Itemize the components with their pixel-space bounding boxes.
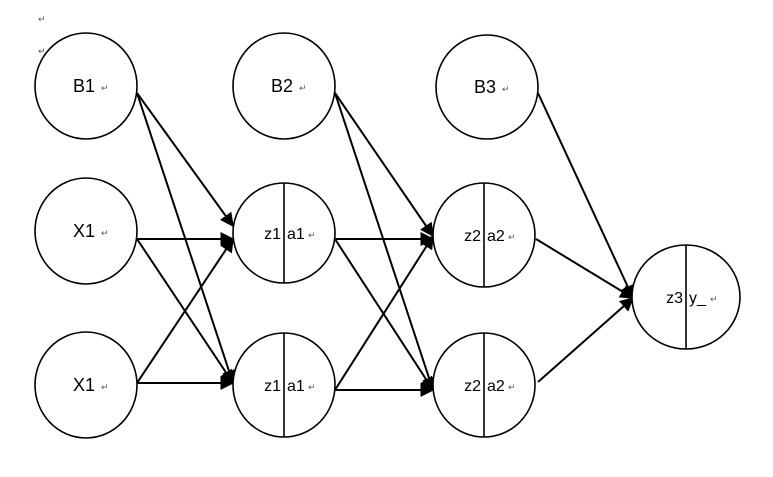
node-right-label: a2 [487,378,505,395]
paragraph-mark: ↵ [101,382,109,392]
edge-h2a-to-out [535,238,635,299]
paragraph-mark: ↵ [101,83,109,93]
node-out: z3 y_↵ [631,244,741,350]
node-circle [435,34,539,140]
node-circle [34,177,138,285]
node-right-label: a1 [287,226,305,243]
node-left-label: z1 [264,378,281,395]
node-label: X1 [73,375,95,395]
node-h2b: z2 a2↵ [432,332,536,438]
node-circle [232,32,336,140]
paragraph-mark: ↵ [502,84,510,94]
node-circle [34,331,138,439]
node-x1a: X1 ↵ [34,177,138,285]
edge-b2-to-h2b [334,92,436,392]
edge-h2b-to-out [537,297,635,383]
paragraph-mark: ↵ [308,382,316,392]
paragraph-mark: ↵ [710,294,718,304]
node-right-label: y_ [689,290,707,307]
node-b1: B1 ↵ [34,32,138,140]
node-right-label: a2 [487,228,505,245]
paragraph-mark: ↵ [508,232,516,242]
node-x1b: X1 ↵ [34,331,138,439]
paragraph-mark: ↵ [101,228,109,238]
paragraph-mark: ↵ [38,14,46,24]
node-label: B1 [73,76,95,96]
node-b2: B2 ↵ [232,32,336,140]
node-label: X1 [73,221,95,241]
node-circle [34,32,138,140]
edge-h1b-to-h2a [334,234,434,391]
paragraph-mark: ↵ [508,382,516,392]
node-h1b: z1 a1↵ [232,332,336,438]
edge-x1b-to-h1a [136,237,234,384]
edges [136,92,635,397]
node-left-label: z2 [464,228,481,245]
paragraph-mark: ↵ [308,230,316,240]
paragraph-mark: ↵ [299,83,307,93]
node-right-label: a1 [287,378,305,395]
node-label: B2 [271,76,293,96]
edge-b2-to-h2a [334,92,434,238]
node-left-label: z1 [264,226,281,243]
edge-b1-to-h1a [136,92,234,228]
node-label: B3 [474,77,496,97]
node-b3: B3 ↵ [435,34,539,140]
node-left-label: z3 [666,290,683,307]
node-left-label: z2 [464,378,481,395]
paragraph-mark: ↵ [38,46,46,56]
node-h1a: z1 a1↵ [232,182,336,284]
node-h2a: z2 a2↵ [432,182,536,288]
edge-b3-to-out [537,92,635,300]
